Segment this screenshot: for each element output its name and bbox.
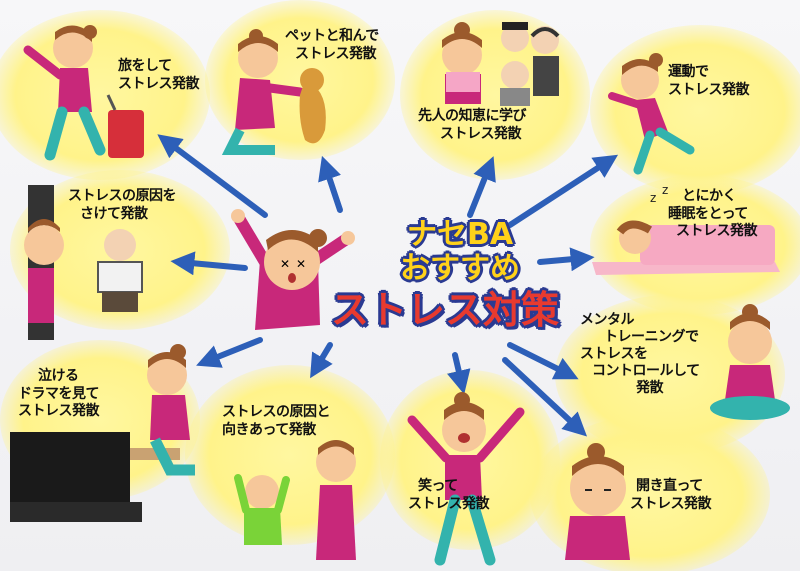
caption-avoid: ストレスの原因を さけて発散	[68, 188, 177, 222]
wisdom-figure	[442, 22, 560, 106]
caption-travel: 旅をして ストレス発散	[118, 58, 200, 92]
exercise-figure	[608, 53, 695, 175]
resign-figure	[565, 443, 630, 560]
caption-resign: 開き直って ストレス発散	[630, 478, 712, 512]
meditation-figure	[710, 304, 790, 420]
title-line-3: ストレス対策	[330, 288, 559, 332]
poster-title: ナセBA おすすめ ストレス対策	[331, 217, 565, 333]
travel-figure	[23, 25, 144, 161]
caption-pet: ペットと和んで ストレス発散	[285, 28, 379, 62]
avoid-figure	[24, 185, 143, 340]
svg-text:z: z	[650, 191, 656, 205]
caption-drama: 泣ける ドラマを見て ストレス発散	[18, 368, 100, 419]
title-line-2: おすすめ	[400, 251, 520, 286]
laugh-figure	[407, 392, 525, 566]
drama-figure	[10, 344, 195, 522]
svg-text:✕: ✕	[296, 257, 306, 271]
center-character: ✕ ✕	[231, 209, 355, 330]
arrows	[157, 134, 619, 437]
caption-face: ストレスの原因と 向きあって発散	[222, 404, 331, 438]
caption-mental: メンタル トレーニングで ストレスを コントロールして 発散	[580, 312, 700, 397]
svg-text:z: z	[662, 183, 668, 197]
face-cause-figures	[234, 440, 356, 560]
caption-exercise: 運動で ストレス発散	[668, 64, 750, 98]
sleep-figure: z z	[592, 183, 780, 275]
caption-wisdom: 先人の知恵に学び ストレス発散	[418, 108, 527, 142]
svg-text:✕: ✕	[280, 257, 290, 271]
caption-laugh: 笑って ストレス発散	[408, 478, 490, 512]
pet-figure	[221, 29, 326, 155]
title-line-1: ナセBA	[406, 217, 514, 252]
caption-sleep: とにかく 睡眠をとって ストレス発散	[668, 188, 758, 239]
